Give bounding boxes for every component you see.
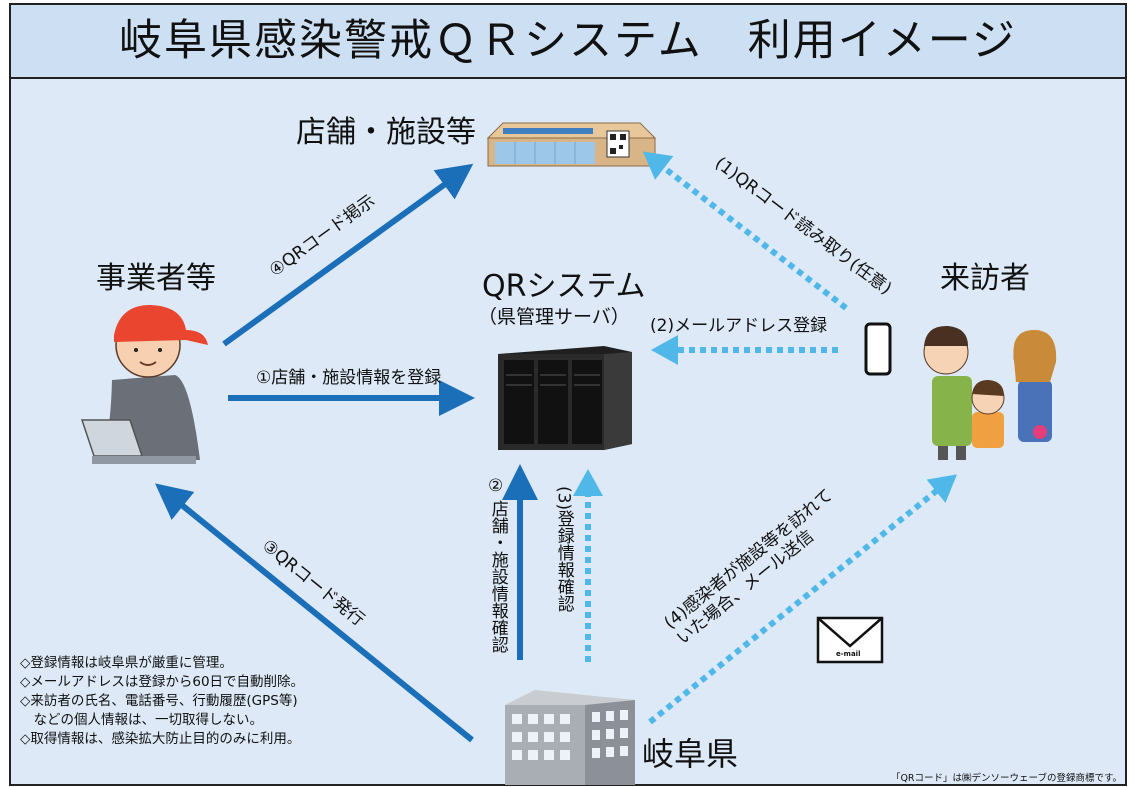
step2-confirm-label: 店舗・施設情報確認 <box>487 500 508 653</box>
notes-list: ◇登録情報は岐阜県が厳重に管理。 ◇メールアドレスは登録から60日で自動削除。 … <box>20 654 304 749</box>
note-item: ◇来訪者の氏名、電話番号、行動履歴(GPS等) <box>20 693 298 709</box>
step3-registration-check-label: (3)登録情報確認 <box>553 486 574 613</box>
arrow-qr-issue <box>155 483 474 743</box>
note-item: などの個人情報は、一切取得しない。 <box>20 712 263 728</box>
arrow-qr-scan <box>642 151 848 311</box>
email-envelope-icon <box>816 616 884 664</box>
store-building-icon <box>486 122 657 167</box>
visitor-label: 来訪者 <box>940 261 1030 296</box>
visitors-family-icon <box>923 325 1057 460</box>
page-title: 岐阜県感染警戒ＱＲシステム 利用イメージ <box>119 15 1017 66</box>
prefecture-building-icon <box>505 690 635 785</box>
business-label: 事業者等 <box>96 261 216 296</box>
email-icon-label: e-mail <box>836 650 861 658</box>
trademark-footer: 「QRコード」は㈱デンソーウェーブの登録商標です。 <box>890 773 1122 784</box>
smartphone-icon <box>864 322 892 376</box>
visitor2-email-label: (2)メールアドレス登録 <box>650 316 828 336</box>
solid-arrows <box>155 163 538 743</box>
title-bar <box>9 3 1127 79</box>
server-icon <box>498 346 632 450</box>
arrow-email-notify <box>648 474 958 725</box>
step2-confirm-mark: ② <box>488 476 504 496</box>
arrow-qr-post <box>222 163 474 347</box>
business-person-icon <box>80 305 208 464</box>
note-item: ◇取得情報は、感染拡大防止目的のみに利用。 <box>20 731 301 747</box>
note-item: ◇登録情報は岐阜県が厳重に管理。 <box>20 655 233 671</box>
qr-system-sub-label: （県管理サーバ） <box>478 306 630 328</box>
store-label: 店舗・施設等 <box>296 115 476 150</box>
step1-register-label: ①店舗・施設情報を登録 <box>256 368 442 388</box>
prefecture-label: 岐阜県 <box>642 735 739 773</box>
dotted-arrows <box>573 151 958 725</box>
note-item: ◇メールアドレスは登録から60日で自動削除。 <box>20 674 305 690</box>
qr-system-label: QRシステム <box>482 269 646 304</box>
